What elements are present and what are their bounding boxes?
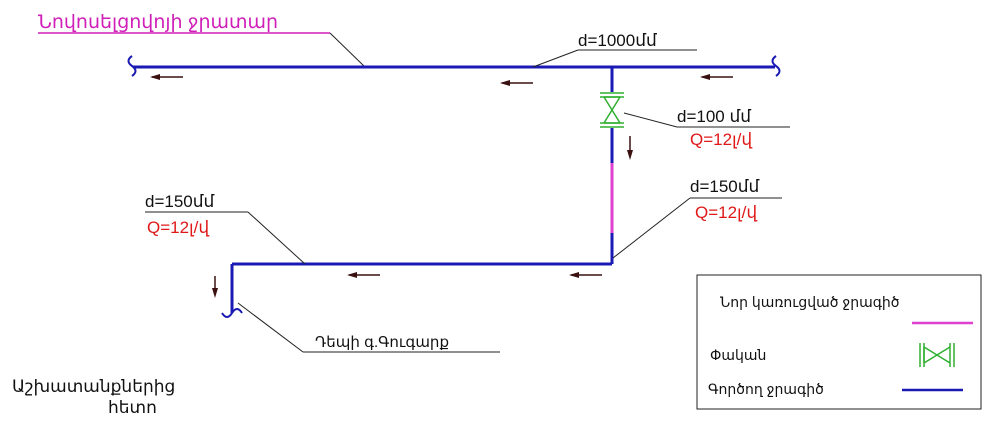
right-flow-label: Q=12լ/վ (695, 203, 757, 222)
main-diameter-label: d=1000մմ (578, 31, 657, 50)
flow-arrow-middle (500, 80, 533, 86)
legend-label-valve: Փական (710, 347, 766, 363)
flow-arrow-down-outlet (212, 276, 218, 298)
flow-arrow-left (150, 74, 183, 80)
valve-symbol (600, 92, 624, 128)
valve-leader (623, 112, 678, 128)
title: Նովոսելցովոյի ջրատար (38, 12, 278, 33)
valve-flow-label: Q=12լ/վ (690, 130, 752, 149)
legend-label-new-pipe: Նոր կառուցված ջրագիծ (720, 294, 900, 310)
flow-arrow-lower-left (347, 272, 380, 278)
valve-diameter-label: d=100 մմ (677, 107, 751, 126)
left-diameter-label: d=150մմ (145, 192, 215, 211)
legend: Նոր կառուցված ջրագիծ Փական Գործող ջրագիծ (696, 274, 982, 410)
flow-arrow-down-valve (627, 136, 633, 160)
caption-line-2: հետո (108, 398, 157, 417)
flow-arrow-lower-right (569, 272, 602, 278)
legend-label-existing-pipe: Գործող ջրագիծ (708, 381, 824, 397)
title-leader (329, 32, 366, 68)
outlet-pipe-break (221, 308, 243, 318)
right-diameter-label: d=150մմ (690, 177, 760, 196)
caption-line-1: Աշխատանքներից (12, 377, 175, 396)
destination-leader (237, 302, 304, 353)
left-flow-label: Q=12լ/վ (147, 218, 209, 237)
destination-label: Դեպի գ.Գուգարք (315, 334, 449, 351)
legend-valve-icon (919, 343, 955, 367)
main-diameter-leader (532, 49, 579, 68)
right-leader (612, 197, 691, 259)
legend-box (696, 274, 982, 410)
main-pipe-right-break (771, 55, 781, 77)
left-leader (247, 211, 306, 265)
flow-arrow-right (700, 74, 733, 80)
main-pipe-left-break (127, 55, 137, 77)
